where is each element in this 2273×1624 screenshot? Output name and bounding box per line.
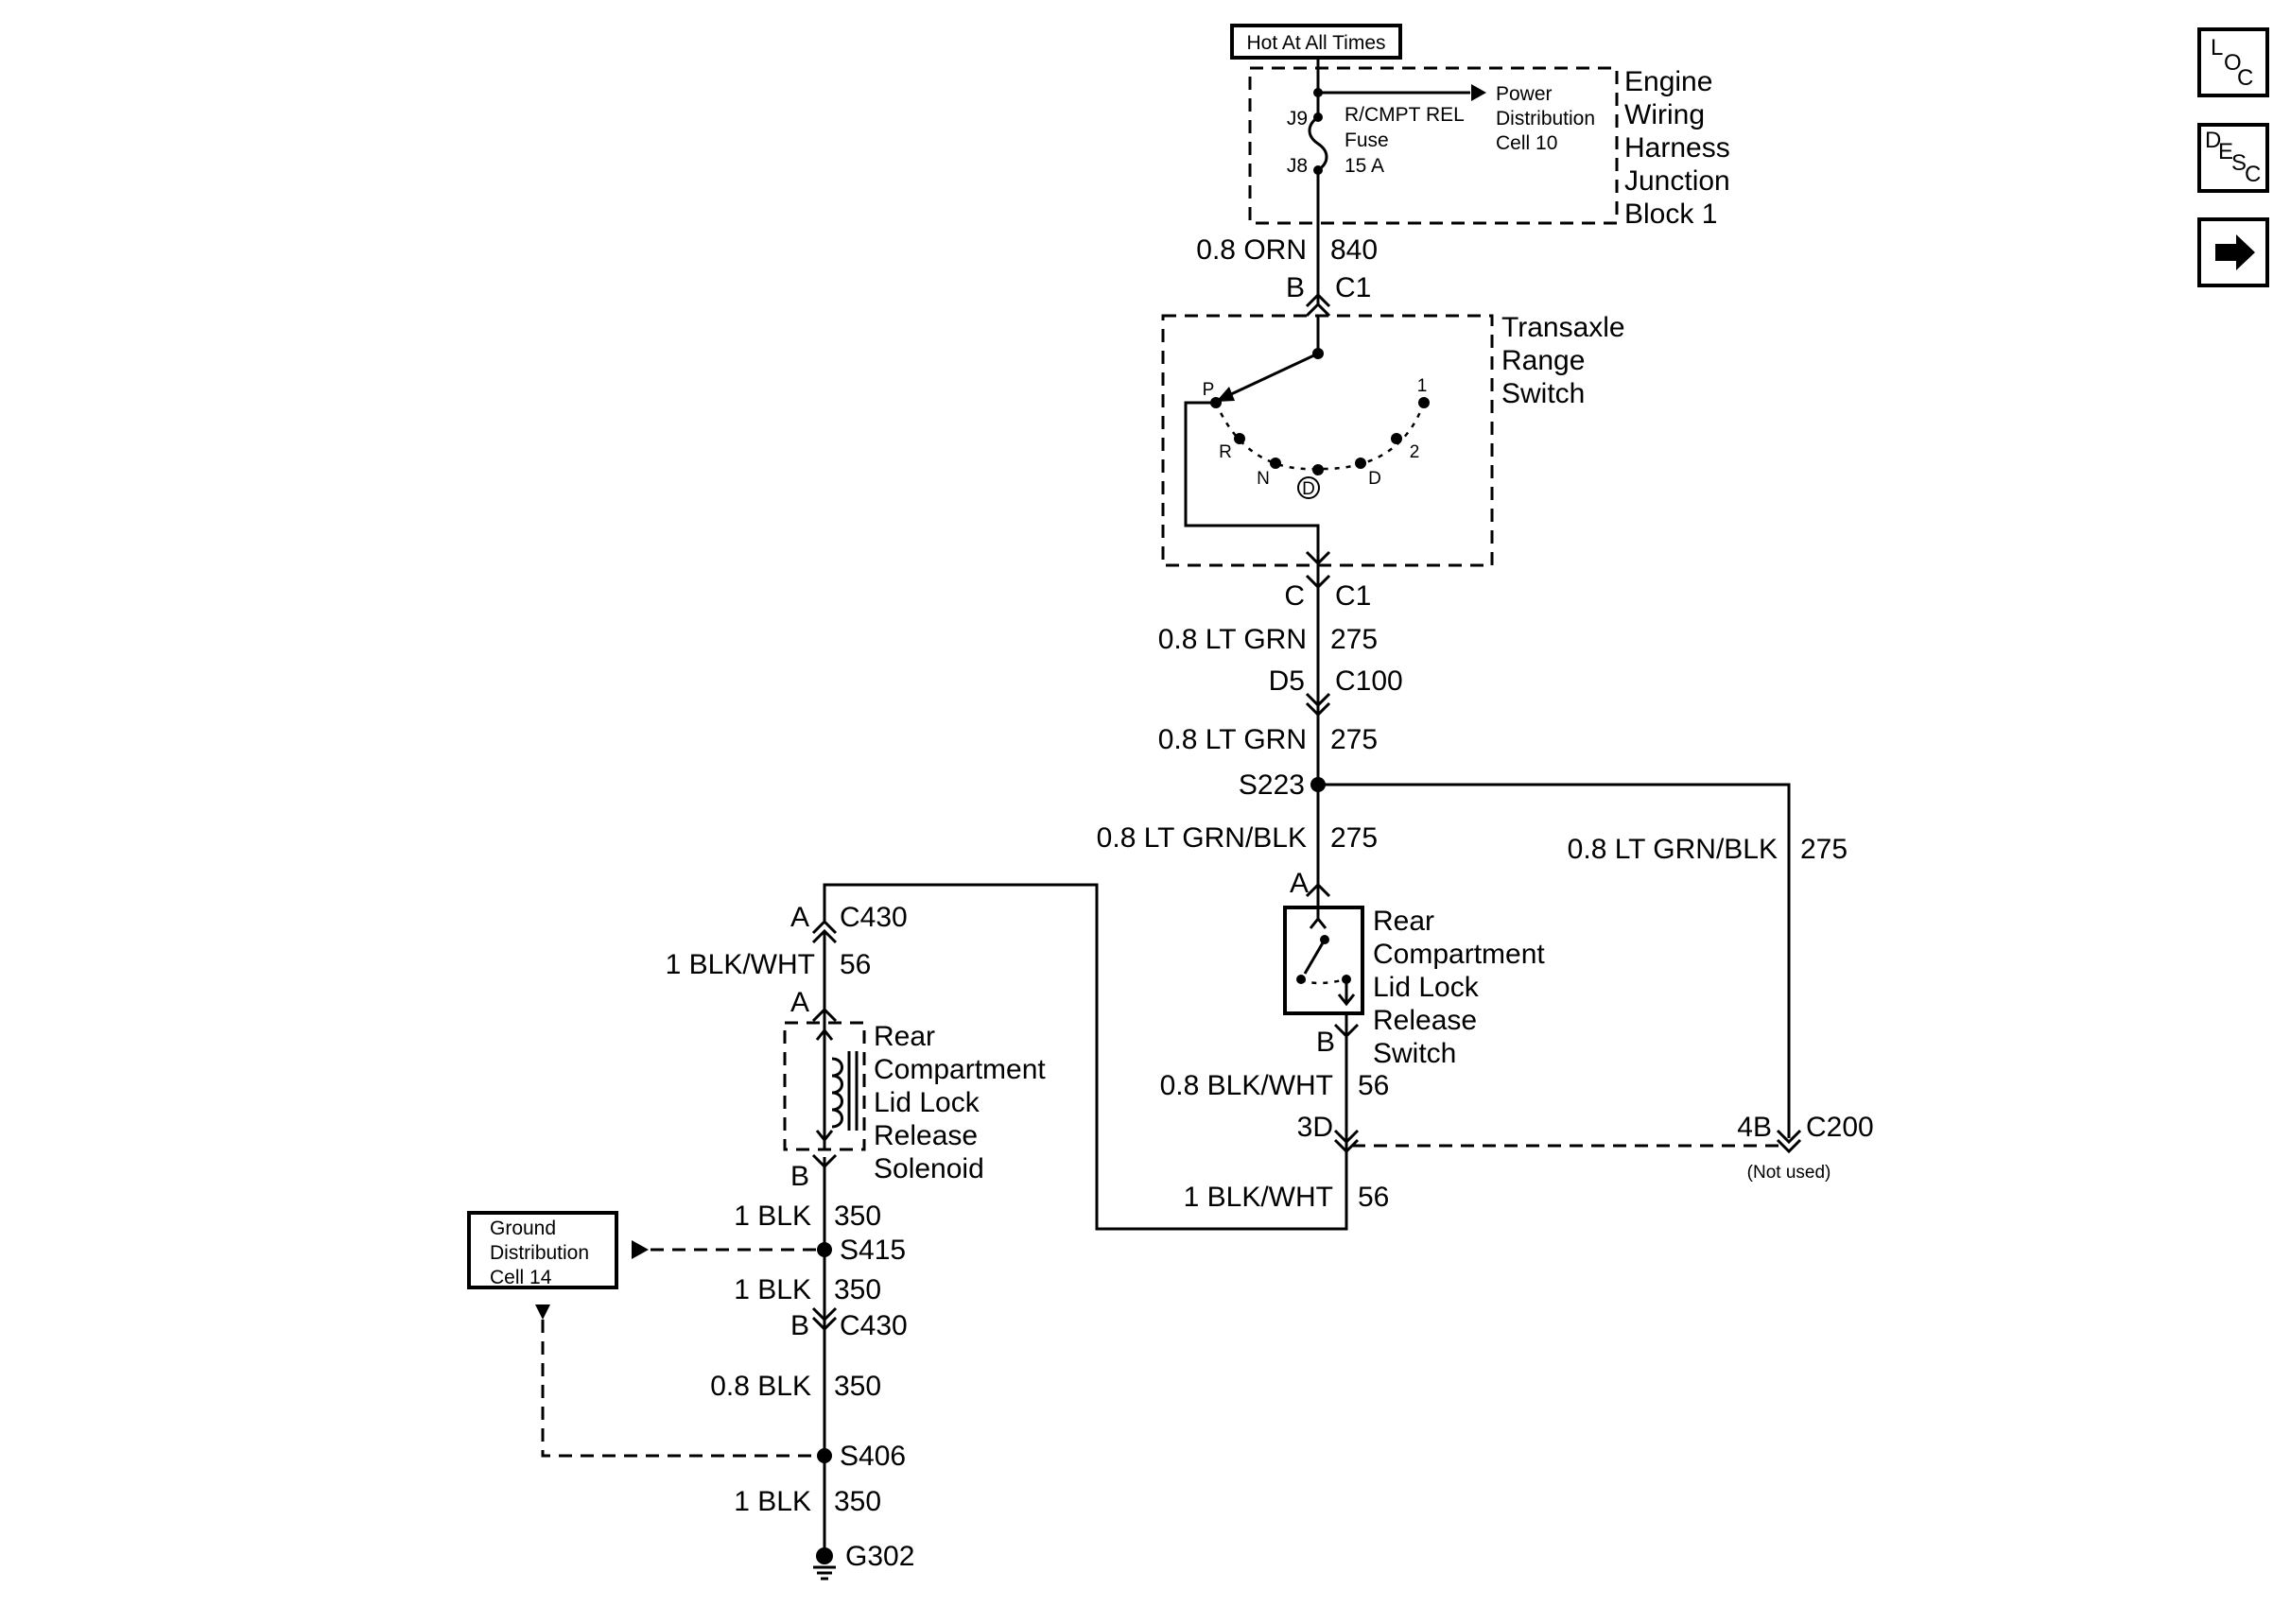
conn-c100-name: C100 bbox=[1335, 665, 1403, 697]
transaxle-range-switch-label: Transaxle Range Switch bbox=[1501, 312, 1633, 409]
connector-c200-3d bbox=[1333, 1129, 1360, 1145]
svg-text:D: D bbox=[2205, 128, 2221, 153]
c430-name-a: C430 bbox=[840, 902, 908, 933]
splice-s223-label: S223 bbox=[1239, 769, 1305, 801]
power-distribution-label: Power Distribution Cell 10 bbox=[1496, 83, 1601, 154]
wire-275a-circuit: 275 bbox=[1330, 624, 1378, 655]
switch-label: Rear Compartment Lid Lock Release Switch bbox=[1373, 906, 1553, 1069]
wire-350c-circuit: 350 bbox=[834, 1371, 881, 1402]
solenoid-pin-a: A bbox=[790, 987, 809, 1018]
conn-c1-c-name: C1 bbox=[1335, 580, 1371, 612]
conn-c1-b-pin: B bbox=[1286, 272, 1305, 303]
connector-c200-4b bbox=[1776, 1129, 1802, 1145]
hot-at-all-times-box: Hot At All Times bbox=[1230, 24, 1402, 60]
wire-350d-circuit: 350 bbox=[834, 1486, 881, 1517]
power-distribution-arrow bbox=[1471, 84, 1486, 101]
wire-56c-circuit: 56 bbox=[840, 949, 871, 980]
wire-275a-gauge: 0.8 LT GRN bbox=[1158, 624, 1307, 655]
position-n: N bbox=[1257, 469, 1270, 489]
wire-56b-gauge: 1 BLK/WHT bbox=[1184, 1182, 1333, 1213]
conn-c1-c-pin: C bbox=[1284, 580, 1305, 612]
connector-c100-d5 bbox=[1305, 692, 1331, 708]
wire-56a-gauge: 0.8 BLK/WHT bbox=[1160, 1070, 1333, 1101]
ewhjb-label: Engine Wiring Harness Junction Block 1 bbox=[1624, 66, 1738, 230]
wire-275b-circuit: 275 bbox=[1330, 724, 1378, 755]
wire-275d-circuit: 275 bbox=[1800, 834, 1848, 865]
fuse-label: R/CMPT REL Fuse 15 A bbox=[1345, 104, 1469, 177]
connector-c1-b bbox=[1305, 292, 1331, 308]
ground-distribution-label: Ground Distribution Cell 14 bbox=[490, 1218, 595, 1288]
solenoid-label: Rear Compartment Lid Lock Release Soleno… bbox=[874, 1021, 1053, 1184]
solenoid-pin-b: B bbox=[790, 1161, 809, 1192]
location-view-button[interactable]: L O C bbox=[2197, 27, 2269, 97]
svg-text:E: E bbox=[2218, 139, 2233, 164]
wire-56a-circuit: 56 bbox=[1358, 1070, 1389, 1101]
svg-text:C: C bbox=[2245, 162, 2261, 187]
wire-840-circuit: 840 bbox=[1330, 234, 1378, 266]
c430-pin-b: B bbox=[790, 1310, 809, 1341]
wire-275c-circuit: 275 bbox=[1330, 822, 1378, 854]
wire-350a-circuit: 350 bbox=[834, 1201, 881, 1232]
rear-compartment-lid-lock-release-solenoid: Rear Compartment Lid Lock Release Soleno… bbox=[783, 1021, 1053, 1184]
wire-56b-circuit: 56 bbox=[1358, 1182, 1389, 1213]
wire-350a-gauge: 1 BLK bbox=[734, 1201, 811, 1232]
arrow-right-icon bbox=[2215, 234, 2255, 270]
wire-350d-gauge: 1 BLK bbox=[734, 1486, 811, 1517]
engine-wiring-harness-junction-block: Engine Wiring Harness Junction Block 1 bbox=[1248, 66, 1738, 230]
description-view-icon: D E S C bbox=[2205, 128, 2261, 187]
wire-350b-gauge: 1 BLK bbox=[734, 1274, 811, 1305]
hot-at-all-times-label: Hot At All Times bbox=[1246, 32, 1385, 54]
svg-text:O: O bbox=[2224, 50, 2242, 76]
pin-j9: J9 bbox=[1287, 108, 1308, 130]
c430-pin-a: A bbox=[790, 902, 809, 933]
switch-pin-b: B bbox=[1316, 1027, 1335, 1058]
rear-compartment-lid-lock-release-switch: Rear Compartment Lid Lock Release Switch bbox=[1283, 906, 1553, 1069]
pin-j8: J8 bbox=[1287, 155, 1308, 177]
wire-275b-gauge: 0.8 LT GRN bbox=[1158, 724, 1307, 755]
ground-icon bbox=[813, 1547, 836, 1581]
fuse-icon bbox=[1308, 112, 1328, 175]
position-d-circled: D bbox=[1302, 479, 1315, 499]
svg-text:C: C bbox=[2237, 65, 2253, 91]
not-used-note: (Not used) bbox=[1747, 1163, 1831, 1183]
c200-name: C200 bbox=[1806, 1112, 1874, 1143]
splice-s415-label: S415 bbox=[840, 1235, 906, 1266]
wire-56c-gauge: 1 BLK/WHT bbox=[666, 949, 815, 980]
connector-c430-a bbox=[811, 919, 838, 935]
c200-pin-4b: 4B bbox=[1737, 1112, 1772, 1143]
position-r: R bbox=[1219, 442, 1232, 462]
wire-350b-circuit: 350 bbox=[834, 1274, 881, 1305]
coil-icon bbox=[831, 1057, 843, 1129]
conn-c1-b-name: C1 bbox=[1335, 272, 1371, 303]
wire-275c-gauge: 0.8 LT GRN/BLK bbox=[1097, 822, 1307, 854]
splice-s406-label: S406 bbox=[840, 1441, 906, 1472]
wire-840-gauge: 0.8 ORN bbox=[1196, 234, 1307, 266]
next-button[interactable] bbox=[2197, 217, 2269, 287]
splice-s406 bbox=[817, 1448, 832, 1463]
transaxle-range-switch: Transaxle Range Switch P R N D D 2 1 bbox=[1161, 312, 1633, 567]
wire-275d-gauge: 0.8 LT GRN/BLK bbox=[1568, 834, 1778, 865]
c200-pin-3d: 3D bbox=[1297, 1112, 1333, 1143]
location-view-icon: L O C bbox=[2211, 35, 2253, 91]
splice-s415 bbox=[817, 1242, 832, 1257]
ground-g302-label: G302 bbox=[845, 1541, 914, 1572]
ground-distribution-arrow bbox=[632, 1240, 649, 1259]
wire-350c-gauge: 0.8 BLK bbox=[710, 1371, 811, 1402]
switch-pin-a: A bbox=[1290, 868, 1309, 899]
position-1: 1 bbox=[1417, 376, 1428, 396]
connector-c430-b bbox=[811, 1306, 838, 1322]
position-d: D bbox=[1368, 469, 1381, 489]
position-2: 2 bbox=[1410, 442, 1420, 462]
c430-name-b: C430 bbox=[840, 1310, 908, 1341]
svg-text:L: L bbox=[2211, 35, 2223, 60]
conn-c100-pin: D5 bbox=[1269, 665, 1305, 697]
description-view-button[interactable]: D E S C bbox=[2197, 123, 2269, 193]
ground-distribution-box: Ground Distribution Cell 14 bbox=[467, 1211, 618, 1289]
svg-text:S: S bbox=[2231, 150, 2247, 176]
position-p: P bbox=[1203, 380, 1215, 400]
